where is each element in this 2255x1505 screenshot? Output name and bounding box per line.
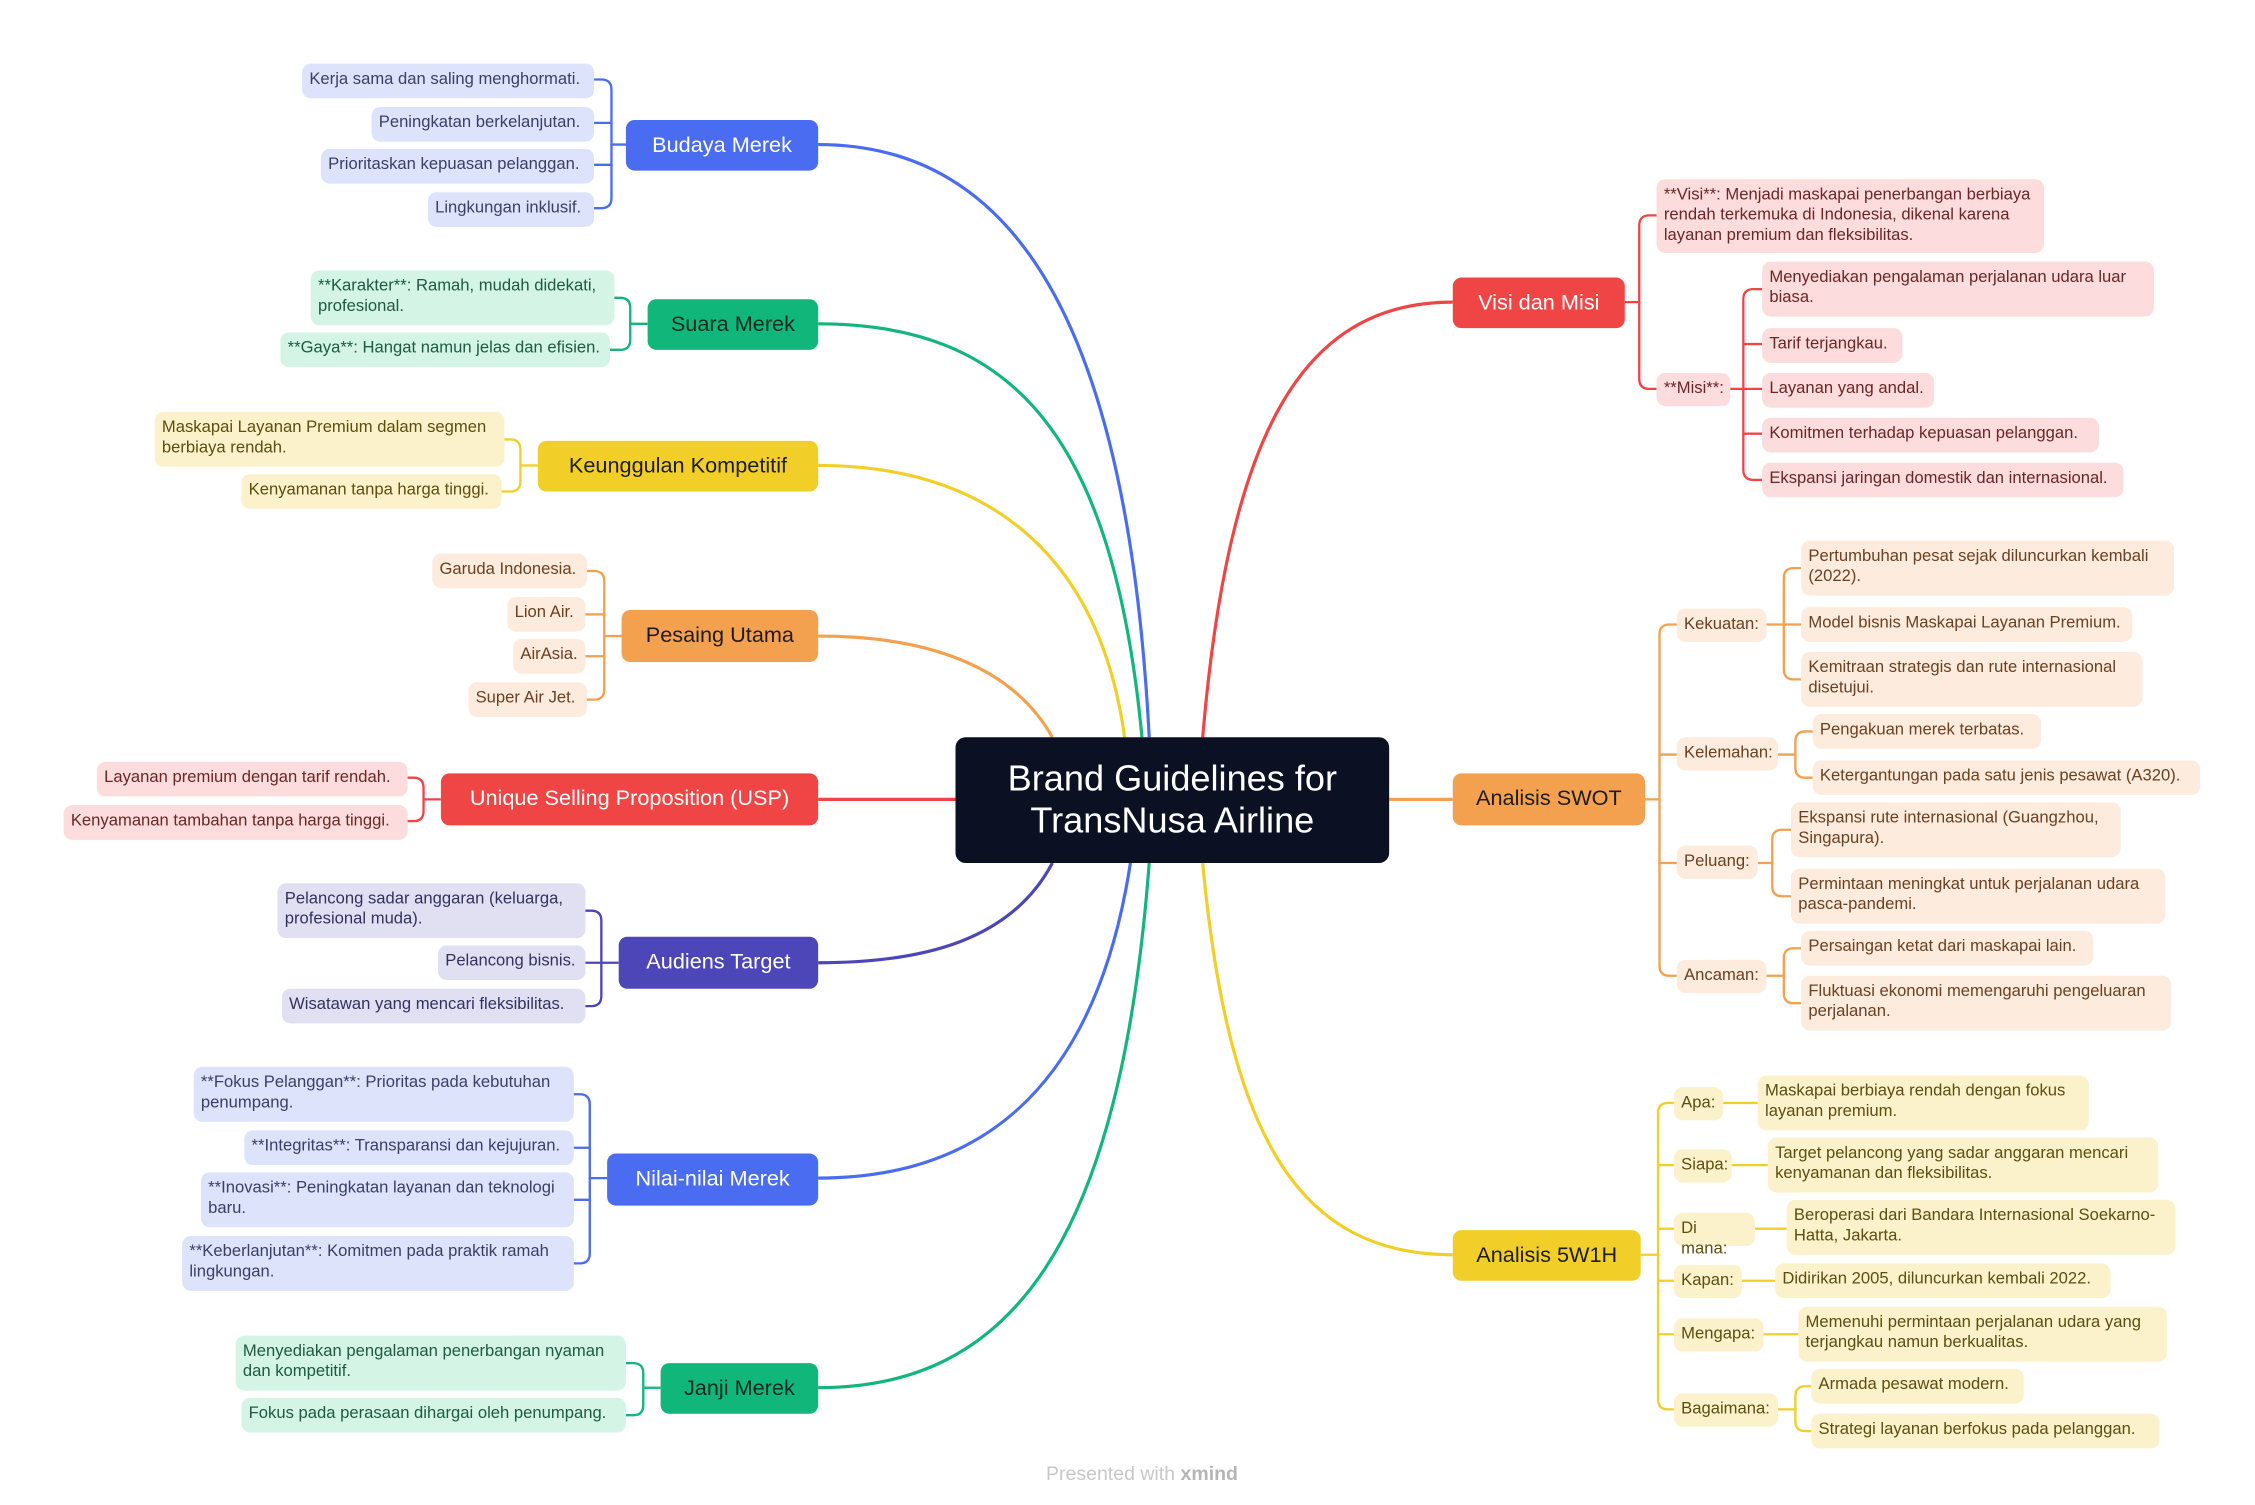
leaf-misi-5[interactable]: Ekspansi jaringan domestik dan internasi… <box>1762 462 2124 498</box>
central-topic-line-1: Brand Guidelines for <box>1007 758 1338 799</box>
swot-ancaman-label[interactable]: Ancaman: <box>1676 959 1767 994</box>
misi-label[interactable]: **Misi**: <box>1656 372 1731 407</box>
leaf-janji-2[interactable]: Fokus pada perasaan dihargai oleh penump… <box>241 1397 626 1433</box>
leaf-misi-4[interactable]: Komitmen terhadap kepuasan pelanggan. <box>1762 417 2099 453</box>
branch-analisis-swot[interactable]: Analisis SWOT <box>1452 773 1646 826</box>
leaf-kelemahan-2[interactable]: Ketergantungan pada satu jenis pesawat (… <box>1812 760 2201 796</box>
leaf-peluang-2[interactable]: Permintaan meningkat untuk perjalanan ud… <box>1791 868 2166 924</box>
w5-kapan-label[interactable]: Kapan: <box>1673 1264 1742 1299</box>
leaf-usp-2[interactable]: Kenyamanan tambahan tanpa harga tinggi. <box>63 805 408 840</box>
leaf-budaya-1[interactable]: Kerja sama dan saling menghormati. <box>302 63 595 99</box>
w5-bagaimana-label[interactable]: Bagaimana: <box>1673 1393 1779 1427</box>
leaf-nilai-4[interactable]: **Keberlanjutan**: Komitmen pada praktik… <box>182 1235 574 1291</box>
leaf-kekuatan-3[interactable]: Kemitraan strategis dan rute internasion… <box>1801 651 2143 707</box>
leaf-kelemahan-1[interactable]: Pengakuan merek terbatas. <box>1812 714 2042 749</box>
leaf-bagaimana-2[interactable]: Strategi layanan berfokus pada pelanggan… <box>1811 1413 2160 1449</box>
leaf-pesaing-4[interactable]: Super Air Jet. <box>468 682 587 717</box>
branch-analisis-5w1h[interactable]: Analisis 5W1H <box>1452 1230 1641 1281</box>
leaf-ancaman-2[interactable]: Fluktuasi ekonomi memengaruhi pengeluara… <box>1801 975 2172 1031</box>
central-topic-line-2: TransNusa Airline <box>1030 800 1315 841</box>
footer-brand: xmind <box>1180 1462 1238 1485</box>
leaf-misi-3[interactable]: Layanan yang andal. <box>1762 372 1935 408</box>
leaf-siapa-1[interactable]: Target pelancong yang sadar anggaran men… <box>1767 1137 2159 1193</box>
branch-budaya-merek[interactable]: Budaya Merek <box>625 119 819 171</box>
leaf-janji-1[interactable]: Menyediakan pengalaman penerbangan nyama… <box>235 1335 626 1391</box>
leaf-kekuatan-2[interactable]: Model bisnis Maskapai Layanan Premium. <box>1801 607 2133 642</box>
leaf-kekuatan-1[interactable]: Pertumbuhan pesat sejak diluncurkan kemb… <box>1801 540 2175 596</box>
branch-janji-merek[interactable]: Janji Merek <box>660 1363 819 1414</box>
central-topic[interactable]: Brand Guidelines for TransNusa Airline <box>955 737 1390 863</box>
branch-keunggulan-kompetitif[interactable]: Keunggulan Kompetitif <box>537 440 819 492</box>
leaf-kapan-1[interactable]: Didirikan 2005, diluncurkan kembali 2022… <box>1775 1263 2111 1299</box>
swot-kekuatan-label[interactable]: Kekuatan: <box>1676 608 1767 642</box>
leaf-pesaing-3[interactable]: AirAsia. <box>513 638 586 674</box>
swot-peluang-label[interactable]: Peluang: <box>1676 845 1758 879</box>
branch-visi-dan-misi[interactable]: Visi dan Misi <box>1452 277 1625 329</box>
leaf-keunggulan-1[interactable]: Maskapai Layanan Premium dalam segmen be… <box>154 411 505 467</box>
w5-apa-label[interactable]: Apa: <box>1673 1087 1724 1121</box>
leaf-nilai-2[interactable]: **Integritas**: Transparansi dan kejujur… <box>244 1130 574 1166</box>
leaf-ancaman-1[interactable]: Persaingan ketat dari maskapai lain. <box>1801 930 2094 966</box>
w5-dimana-label[interactable]: Di mana: <box>1673 1212 1755 1258</box>
w5-mengapa-label[interactable]: Mengapa: <box>1673 1318 1764 1352</box>
leaf-nilai-3[interactable]: **Inovasi**: Peningkatan layanan dan tek… <box>200 1172 574 1228</box>
footer-prefix: Presented with <box>1045 1462 1176 1485</box>
leaf-audiens-2[interactable]: Pelancong bisnis. <box>437 945 586 981</box>
leaf-dimana-1[interactable]: Beroperasi dari Bandara Internasional So… <box>1786 1199 2176 1255</box>
branch-usp[interactable]: Unique Selling Proposition (USP) <box>440 773 819 826</box>
footer-watermark: Presented with xmind <box>867 1463 1416 1485</box>
leaf-budaya-2[interactable]: Peningkatan berkelanjutan. <box>371 106 595 142</box>
leaf-nilai-1[interactable]: **Fokus Pelanggan**: Prioritas pada kebu… <box>193 1066 574 1122</box>
w5-siapa-label[interactable]: Siapa: <box>1673 1149 1732 1183</box>
leaf-suara-1[interactable]: **Karakter**: Ramah, mudah didekati, pro… <box>310 270 615 326</box>
leaf-pesaing-1[interactable]: Garuda Indonesia. <box>432 553 587 589</box>
leaf-misi-2[interactable]: Tarif terjangkau. <box>1762 328 1903 363</box>
leaf-mengapa-1[interactable]: Memenuhi permintaan perjalanan udara yan… <box>1798 1306 2167 1362</box>
leaf-bagaimana-1[interactable]: Armada pesawat modern. <box>1811 1368 2024 1404</box>
leaf-keunggulan-2[interactable]: Kenyamanan tanpa harga tinggi. <box>241 474 502 509</box>
leaf-peluang-1[interactable]: Ekspansi rute internasional (Guangzhou, … <box>1791 802 2121 858</box>
leaf-budaya-4[interactable]: Lingkungan inklusif. <box>427 192 595 227</box>
leaf-pesaing-2[interactable]: Lion Air. <box>507 597 586 632</box>
leaf-audiens-1[interactable]: Pelancong sadar anggaran (keluarga, prof… <box>277 883 586 939</box>
branch-audiens-target[interactable]: Audiens Target <box>618 936 819 989</box>
leaf-budaya-3[interactable]: Prioritaskan kepuasan pelanggan. <box>320 148 595 184</box>
leaf-audiens-3[interactable]: Wisatawan yang mencari fleksibilitas. <box>281 988 586 1024</box>
leaf-suara-2[interactable]: **Gaya**: Hangat namun jelas dan efisien… <box>280 332 611 368</box>
branch-nilai-nilai-merek[interactable]: Nilai-nilai Merek <box>607 1153 819 1206</box>
leaf-apa-1[interactable]: Maskapai berbiaya rendah dengan fokus la… <box>1757 1075 2089 1131</box>
leaf-visi[interactable]: **Visi**: Menjadi maskapai penerbangan b… <box>1656 179 2044 253</box>
leaf-usp-1[interactable]: Layanan premium dengan tarif rendah. <box>96 761 408 797</box>
swot-kelemahan-label[interactable]: Kelemahan: <box>1676 737 1779 771</box>
branch-suara-merek[interactable]: Suara Merek <box>647 299 819 350</box>
leaf-misi-1[interactable]: Menyediakan pengalaman perjalanan udara … <box>1762 261 2154 317</box>
branch-pesaing-utama[interactable]: Pesaing Utama <box>621 610 819 663</box>
